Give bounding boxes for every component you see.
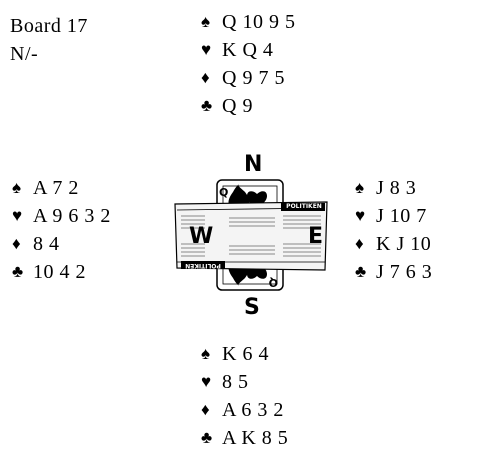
east-diamonds: K J 10 [376, 233, 432, 255]
diamond-icon: ♦ [201, 68, 211, 87]
east-hearts: J 10 7 [376, 205, 427, 227]
west-diamonds-row: ♦ 8 4 [12, 230, 111, 258]
east-hearts-row: ♥ J 10 7 [355, 202, 432, 230]
club-icon: ♣ [355, 262, 367, 281]
north-hearts-row: ♥ K Q 4 [201, 36, 295, 64]
north-hearts: K Q 4 [222, 39, 274, 61]
south-diamonds-row: ♦ A 6 3 2 [201, 396, 288, 424]
west-spades: A 7 2 [33, 177, 79, 199]
heart-icon: ♥ [201, 40, 212, 59]
south-hand: ♠ K 6 4 ♥ 8 5 ♦ A 6 3 2 ♣ A K 8 5 [201, 340, 288, 452]
diamond-icon: ♦ [355, 234, 365, 253]
west-hearts-row: ♥ A 9 6 3 2 [12, 202, 111, 230]
west-spades-row: ♠ A 7 2 [12, 174, 111, 202]
compass-graphic: Q Q [174, 179, 328, 291]
east-clubs: J 7 6 3 [376, 261, 433, 283]
west-clubs: 10 4 2 [33, 261, 86, 283]
heart-icon: ♥ [355, 206, 366, 225]
north-clubs: Q 9 [222, 95, 253, 117]
north-spades-row: ♠ Q 10 9 5 [201, 8, 295, 36]
east-hand: ♠ J 8 3 ♥ J 10 7 ♦ K J 10 ♣ J 7 6 3 [355, 174, 432, 286]
south-hearts-row: ♥ 8 5 [201, 368, 288, 396]
club-icon: ♣ [201, 428, 213, 447]
svg-text:Q: Q [269, 276, 278, 289]
spade-icon: ♠ [12, 178, 22, 197]
compass: Q Q N W E S POLITIKEN POLITI [171, 152, 331, 320]
north-diamonds: Q 9 7 5 [222, 67, 285, 89]
west-clubs-row: ♣ 10 4 2 [12, 258, 111, 286]
south-diamonds: A 6 3 2 [222, 399, 284, 421]
club-icon: ♣ [12, 262, 24, 281]
north-hand: ♠ Q 10 9 5 ♥ K Q 4 ♦ Q 9 7 5 ♣ Q 9 [201, 8, 295, 120]
south-spades: K 6 4 [222, 343, 269, 365]
newspaper-graphic [174, 201, 328, 271]
spade-icon: ♠ [355, 178, 365, 197]
north-clubs-row: ♣ Q 9 [201, 92, 295, 120]
west-hand: ♠ A 7 2 ♥ A 9 6 3 2 ♦ 8 4 ♣ 10 4 2 [12, 174, 111, 286]
compass-east-label: E [308, 224, 324, 249]
south-clubs-row: ♣ A K 8 5 [201, 424, 288, 452]
diamond-icon: ♦ [12, 234, 22, 253]
spade-icon: ♠ [201, 344, 211, 363]
compass-north-label: N [244, 152, 263, 177]
north-spades: Q 10 9 5 [222, 11, 296, 33]
east-diamonds-row: ♦ K J 10 [355, 230, 432, 258]
south-hearts: 8 5 [222, 371, 249, 393]
west-hearts: A 9 6 3 2 [33, 205, 111, 227]
compass-west-label: W [189, 224, 214, 249]
heart-icon: ♥ [12, 206, 23, 225]
south-spades-row: ♠ K 6 4 [201, 340, 288, 368]
newspaper-logo-text: POLITIKEN [286, 203, 322, 210]
east-spades-row: ♠ J 8 3 [355, 174, 432, 202]
west-diamonds: 8 4 [33, 233, 60, 255]
svg-text:Q: Q [219, 186, 228, 199]
south-clubs: A K 8 5 [222, 427, 289, 449]
vulnerability: N/- [10, 43, 39, 65]
diamond-icon: ♦ [201, 400, 211, 419]
club-icon: ♣ [201, 96, 213, 115]
east-clubs-row: ♣ J 7 6 3 [355, 258, 432, 286]
spade-icon: ♠ [201, 12, 211, 31]
east-spades: J 8 3 [376, 177, 417, 199]
board-number: Board 17 [10, 15, 88, 37]
north-diamonds-row: ♦ Q 9 7 5 [201, 64, 295, 92]
compass-south-label: S [244, 295, 260, 320]
newspaper-logo-text-inverted: POLITIKEN [185, 262, 221, 269]
heart-icon: ♥ [201, 372, 212, 391]
